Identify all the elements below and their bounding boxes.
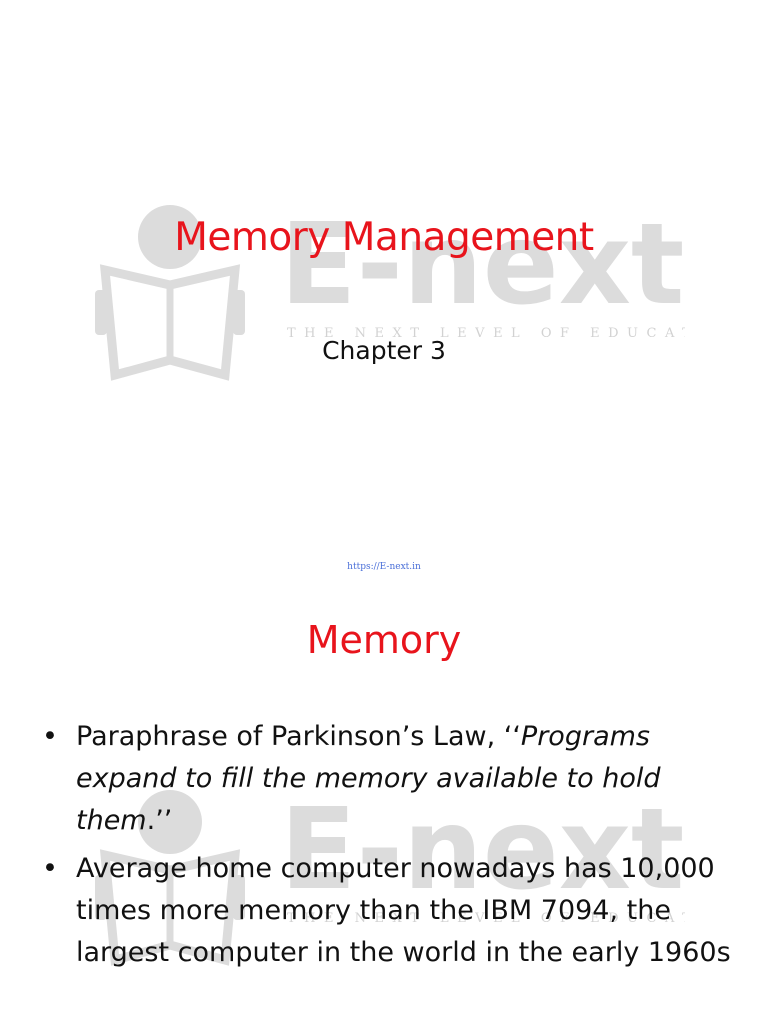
bullet-text: Paraphrase of Parkinson’s Law, ‘‘	[76, 721, 521, 752]
slide-subtitle: Chapter 3	[322, 336, 446, 365]
bullet-item: Average home computer nowadays has 10,00…	[42, 848, 732, 974]
bullet-item: Paraphrase of Parkinson’s Law, ‘‘Program…	[42, 716, 732, 842]
footer-link[interactable]: https://E-next.in	[347, 562, 421, 572]
bullet-text-end: .’’	[146, 805, 173, 836]
bullet-quote: Programs expand to fill the memory avail…	[76, 721, 661, 836]
slide-title: Memory Management	[174, 215, 594, 260]
title-slide: E-next THE NEXT LEVEL OF EDUCATION Memor…	[95, 200, 685, 572]
bullet-text: Average home computer nowadays has 10,00…	[76, 853, 731, 968]
content-slide: E-next THE NEXT LEVEL OF EDUCATION Memor…	[0, 590, 768, 1024]
bullet-list: Paraphrase of Parkinson’s Law, ‘‘Program…	[42, 716, 732, 980]
slide-title: Memory	[306, 618, 462, 662]
